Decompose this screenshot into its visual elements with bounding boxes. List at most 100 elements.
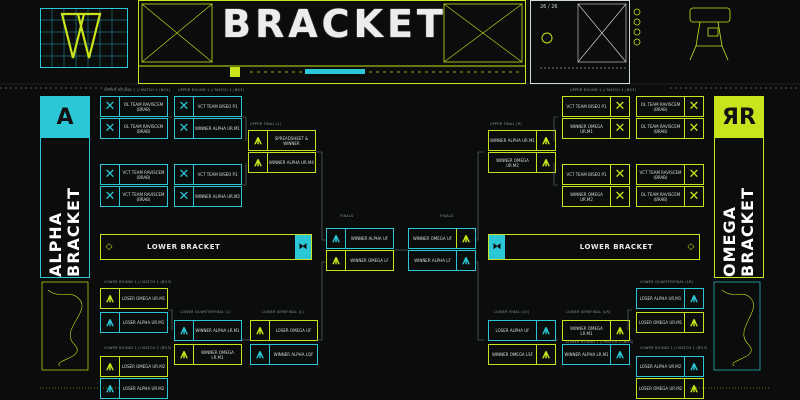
upper-right-semi-label: UPPER FINAL (R) — [490, 122, 522, 126]
valorant-logo-icon — [40, 8, 128, 68]
match-card[interactable]: ✕VCT TEAM BISEO P1 — [174, 96, 242, 117]
match-card[interactable]: WINNER ALPHA UR.M1⩚ — [488, 130, 556, 151]
agent-icon: ⩚ — [249, 153, 268, 172]
team-name: VCT TEAM BISEO P1 — [197, 104, 238, 109]
agent-icon: ⩚ — [251, 345, 270, 364]
omega-logo-icon: ЯR — [714, 96, 764, 138]
match-card[interactable]: WINNER OMEGA UR.M2 ⩚ — [488, 152, 556, 173]
bar-chevron-icon: ⧓ — [489, 235, 505, 259]
match-card[interactable]: ⩚WINNER ALPHA UR.M4 — [248, 152, 316, 173]
lower-right-label-2: LOWER SEMIFINAL (LR) — [566, 310, 611, 314]
finals-left-label: FINALS — [340, 214, 354, 218]
team-name: OL TEAM RAVISCEM (BRAB) — [640, 101, 681, 112]
match-card[interactable]: ⩚SPREADSHEET & WINNER — [248, 130, 316, 151]
upper-left-semi-label: UPPER FINAL (L) — [250, 122, 282, 126]
team-name: LOSER OMEGA UR.M2 — [121, 364, 166, 369]
match-card[interactable]: ⩚LOSER OMEGA UR.M1 — [100, 288, 168, 309]
match-card[interactable]: VCT TEAM RAVISCEM (BRAB)✕ — [636, 164, 704, 185]
match-card[interactable]: ⩚LOSER ALPHA UR.M2 — [100, 378, 168, 399]
lower-right-label-3: LOWER QUARTERFINAL (LR) — [640, 280, 694, 284]
match-card[interactable]: ⩚LOSER ALPHA UR.M1 — [100, 312, 168, 333]
lower-right-label-4: LOWER ROUND 1 // MATCH 1 (BO3) — [640, 346, 708, 350]
team-name: SPREADSHEET & WINNER — [274, 135, 309, 146]
match-card[interactable]: WINNER OMEGA UR.M1✕ — [562, 118, 630, 139]
team-x-icon: ✕ — [175, 119, 194, 138]
team-name: WINNER ALPHA UR.M1 — [195, 126, 240, 131]
agent-icon: ⩚ — [684, 313, 703, 332]
team-name: WINNER ALPHA UR.M2 — [195, 194, 240, 199]
bar-end-icon: ◇ — [687, 242, 695, 252]
match-card[interactable]: ✕WINNER ALPHA UR.M1 — [174, 118, 242, 139]
team-name: VCT TEAM BISEO P1 — [197, 172, 238, 177]
match-card[interactable]: ⩚LOSER OMEGA UF — [250, 320, 318, 341]
team-name: LOSER OMEGA UR.M1 — [638, 320, 683, 325]
team-x-icon: ✕ — [610, 97, 629, 116]
team-name: OL TEAM RAVISCEM (BRAB) — [123, 123, 164, 134]
team-name: WINNER OMEGA LR.M1 — [570, 325, 603, 336]
match-card[interactable]: ✕WINNER ALPHA UR.M2 — [174, 186, 242, 207]
match-card[interactable]: ⩚WINNER ALPHA UF — [326, 228, 394, 249]
match-card[interactable]: LOSER OMEGA UR.M2⩚ — [636, 378, 704, 399]
match-card[interactable]: LOSER OMEGA UR.M1⩚ — [636, 312, 704, 333]
match-card[interactable]: VCT TEAM BISEO P1✕ — [562, 164, 630, 185]
match-card[interactable]: ✕VCT TEAM RAVISCEM (BRAB) — [100, 164, 168, 185]
page-title: BRACKET — [222, 2, 447, 46]
agent-icon: ⩚ — [536, 345, 555, 364]
lower-left-label-3: LOWER SEMIFINAL (L) — [262, 310, 304, 314]
team-x-icon: ✕ — [684, 165, 703, 184]
camera-panel — [530, 0, 630, 84]
team-name: LOSER ALPHA UF — [495, 328, 530, 333]
match-card[interactable]: LOSER ALPHA UR.M2⩚ — [636, 356, 704, 377]
match-card[interactable]: WINNER OMEGA UF⩚ — [408, 228, 476, 249]
team-name: WINNER ALPHA LR.M1 — [195, 328, 240, 333]
team-x-icon: ✕ — [101, 165, 120, 184]
match-card[interactable]: ✕VCT TEAM RAVISCEM (BRAB) — [100, 186, 168, 207]
upper-left-round1-label: UPPER ROUND 1 // MATCH 1 (BO3) — [104, 88, 171, 92]
lower-right-label-5: LOWER ROUND 1 // MATCH 2 (BO3) — [566, 340, 634, 344]
match-card[interactable]: LOSER ALPHA UF ⩚ — [488, 320, 556, 341]
team-name: WINNER OMEGA LF — [350, 258, 389, 263]
match-card[interactable]: LOSER ALPHA UR.M1⩚ — [636, 288, 704, 309]
match-card[interactable]: ⩚LOSER OMEGA UR.M2 — [100, 356, 168, 377]
match-card[interactable]: WINNER OMEGA UR.M2✕ — [562, 186, 630, 207]
match-card[interactable]: WINNER OMEGA LR.M1⩚ — [562, 320, 630, 341]
match-card[interactable]: WINNER ALPHA LR.M1⩚ — [562, 344, 630, 365]
upper-left-round1b-label: UPPER ROUND 1 // MATCH 2 (BO3) — [178, 88, 245, 92]
bar-end-icon: ◇ — [105, 242, 113, 252]
match-card[interactable]: ✕OL TEAM RAVISCEM (BRAB) — [100, 96, 168, 117]
match-card[interactable]: ✕VCT TEAM BISEO P1 — [174, 164, 242, 185]
match-card[interactable]: OL TEAM RAVISCEM (BRAB)✕ — [636, 118, 704, 139]
agent-icon: ⩚ — [536, 321, 555, 340]
match-card[interactable]: ⩚WINNER ALPHA LQF — [250, 344, 318, 365]
agent-icon: ⩚ — [101, 313, 120, 332]
team-x-icon: ✕ — [101, 187, 120, 206]
team-x-icon: ✕ — [101, 97, 120, 116]
match-card[interactable]: ⩚WINNER OMEGA LF — [326, 250, 394, 271]
match-card[interactable]: VCT TEAM BISEO P1✕ — [562, 96, 630, 117]
agent-icon: ⩚ — [536, 153, 555, 172]
match-card[interactable]: OL TEAM RAVISCEM (BRAB)✕ — [636, 186, 704, 207]
team-x-icon: ✕ — [684, 119, 703, 138]
agent-icon: ⩚ — [684, 357, 703, 376]
match-card[interactable]: WINNER OMEGA LSF⩚ — [488, 344, 556, 365]
team-name: WINNER OMEGA LR.M1 — [201, 349, 234, 360]
team-x-icon: ✕ — [610, 165, 629, 184]
omega-label-box: OMEGA BRACKET — [714, 138, 764, 278]
match-card[interactable]: ⩚WINNER OMEGA LR.M1 — [174, 344, 242, 365]
agent-icon: ⩚ — [610, 345, 629, 364]
team-name: VCT TEAM RAVISCEM (BRAB) — [122, 191, 165, 202]
agent-icon: ⩚ — [251, 321, 270, 340]
team-name: WINNER OMEGA UR.M2 — [496, 157, 529, 168]
match-card[interactable]: ⩚WINNER ALPHA LR.M1 — [174, 320, 242, 341]
match-card[interactable]: OL TEAM RAVISCEM (BRAB)✕ — [636, 96, 704, 117]
agent-icon: ⩚ — [536, 131, 555, 150]
lower-bracket-left-bar: ◇ LOWER BRACKET ⧓ — [100, 234, 312, 260]
match-card[interactable]: WINNER ALPHA LF⩚ — [408, 250, 476, 271]
match-card[interactable]: ✕OL TEAM RAVISCEM (BRAB) — [100, 118, 168, 139]
team-name: WINNER ALPHA LR.M1 — [564, 352, 609, 357]
team-name: LOSER ALPHA UR.M1 — [122, 320, 165, 325]
agent-icon: ⩚ — [101, 357, 120, 376]
team-x-icon: ✕ — [175, 165, 194, 184]
